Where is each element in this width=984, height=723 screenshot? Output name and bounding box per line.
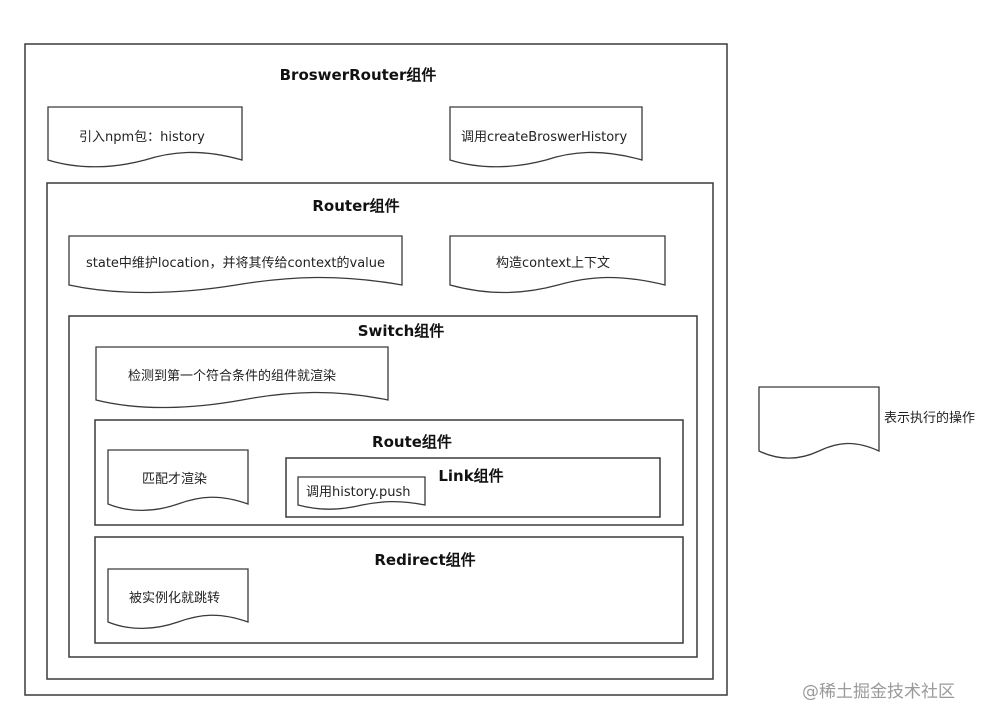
doc-shape-import bbox=[47, 106, 243, 168]
step-match-label: 匹配才渲染 bbox=[142, 472, 208, 487]
watermark: @稀土掘金技术社区 bbox=[802, 682, 955, 702]
doc-shape-state bbox=[68, 235, 403, 294]
doc-shape-match bbox=[107, 449, 249, 511]
doc-shape-context bbox=[449, 235, 666, 294]
step-push-label: 调用history.push bbox=[306, 485, 411, 500]
step-jump-label: 被实例化就跳转 bbox=[129, 591, 221, 606]
legend-label: 表示执行的操作 bbox=[884, 411, 976, 426]
legend-doc-shape bbox=[758, 386, 880, 459]
link-title: Link组件 bbox=[438, 467, 504, 485]
step-create-label: 调用createBroswerHistory bbox=[461, 130, 628, 145]
doc-shape-jump bbox=[107, 568, 249, 629]
doc-shape-create bbox=[449, 106, 643, 168]
step-detect-label: 检测到第一个符合条件的组件就渲染 bbox=[128, 369, 337, 384]
broswer-router-title: BroswerRouter组件 bbox=[279, 66, 437, 84]
doc-shape-push bbox=[297, 476, 426, 510]
route-title: Route组件 bbox=[372, 433, 452, 451]
doc-shape-detect bbox=[95, 346, 389, 409]
step-state-label: state中维护location，并将其传给context的value bbox=[86, 256, 386, 271]
router-title: Router组件 bbox=[312, 197, 400, 215]
redirect-title: Redirect组件 bbox=[374, 551, 476, 569]
step-import-label: 引入npm包：history bbox=[79, 130, 205, 145]
switch-title: Switch组件 bbox=[357, 322, 445, 340]
step-context-label: 构造context上下文 bbox=[496, 256, 610, 271]
